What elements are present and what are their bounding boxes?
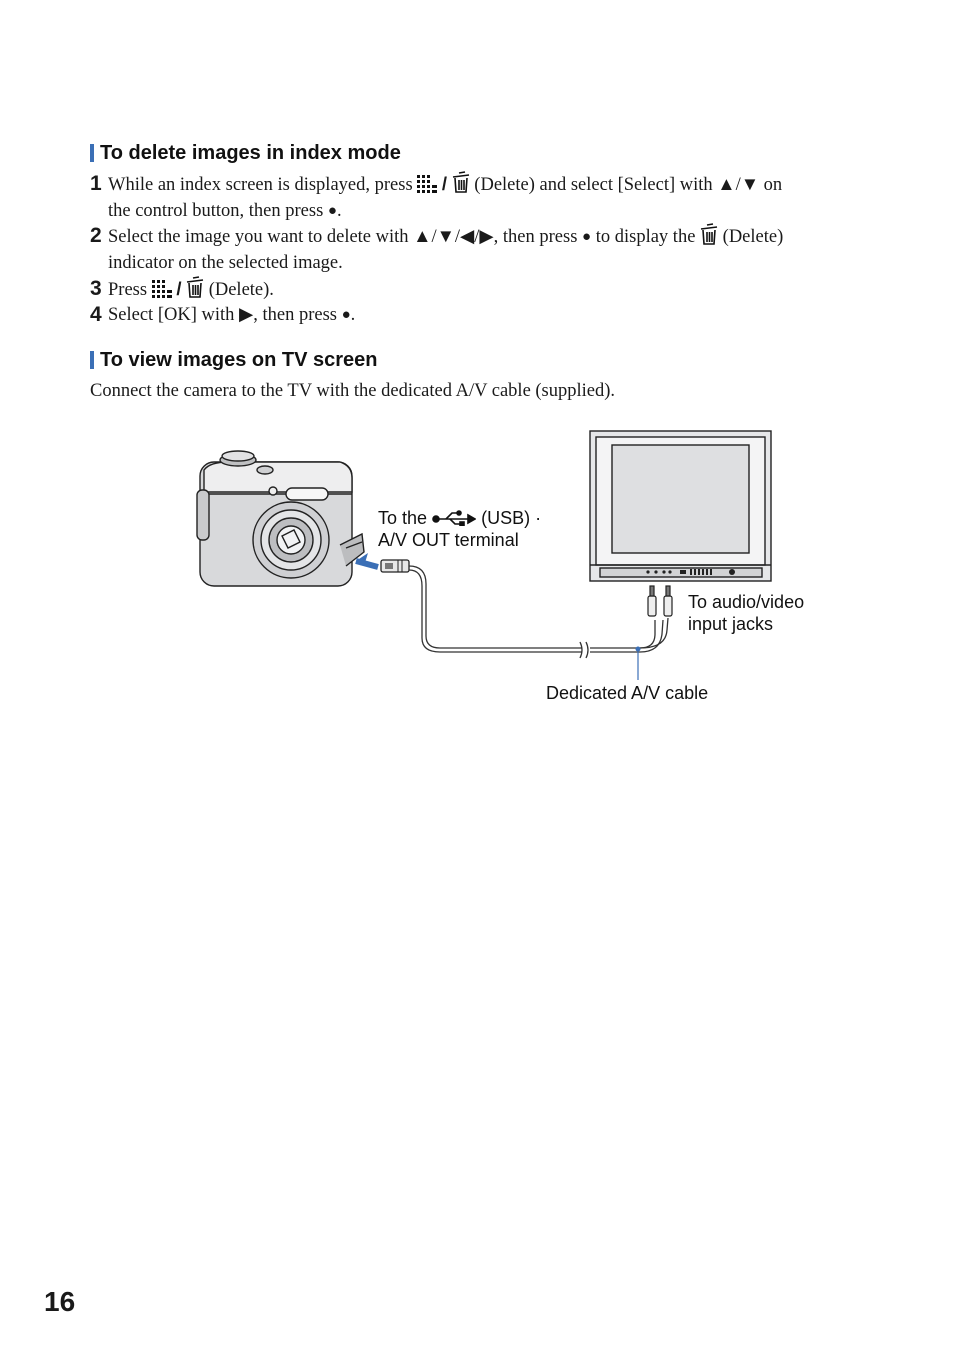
rca-plugs (647, 585, 673, 617)
step-text: Press (108, 280, 148, 300)
step-text: Select the image you want to delete with… (108, 227, 578, 247)
step-text: the control button, then press (108, 201, 324, 221)
step-number: 3 (90, 277, 102, 300)
section-heading-delete: To delete images in index mode (90, 141, 401, 165)
tv-illustration (589, 430, 772, 582)
heading-accent-bar (90, 351, 94, 369)
step-text: (Delete) and select [Select] with ▲/▼ on (474, 175, 783, 195)
step-text: (Delete). (208, 280, 274, 300)
usb-connector (355, 553, 410, 573)
connection-diagram (196, 430, 772, 680)
heading-text: To delete images in index mode (100, 142, 401, 164)
label-text: input jacks (688, 614, 774, 634)
label-text: To the (378, 508, 428, 528)
step-2: 2 Select the image you want to delete wi… (90, 223, 890, 276)
step-number: 4 (90, 303, 102, 326)
heading-text: To view images on TV screen (100, 349, 378, 371)
step-number: 1 (90, 172, 102, 195)
step-1: 1 While an index screen is displayed, pr… (90, 172, 783, 221)
step-number: 2 (90, 224, 102, 247)
step-text: Select [OK] with ▶, then press (108, 305, 337, 325)
usb-terminal-label: To the (USB) · A/V OUT terminal (378, 507, 541, 551)
step-text: . (336, 201, 342, 221)
av-cable (408, 565, 669, 659)
step-text: . (350, 305, 356, 325)
center-button-icon: ● (327, 203, 337, 219)
label-text: To audio/video (688, 592, 805, 612)
label-text: (USB) · (481, 508, 542, 528)
step-text: (Delete) (722, 227, 784, 247)
input-jacks-label: To audio/video input jacks (688, 591, 804, 635)
center-button-icon: ● (341, 307, 351, 323)
heading-accent-bar (90, 144, 94, 162)
av-cable-label: Dedicated A/V cable (546, 683, 709, 703)
camera-illustration (196, 450, 365, 587)
step-text: to display the (595, 227, 696, 247)
intro-text: Connect the camera to the TV with the de… (90, 381, 616, 401)
label-text: A/V OUT terminal (378, 530, 519, 550)
step-3: 3 Press / (Delete). (90, 277, 274, 300)
step-text: indicator on the selected image. (108, 253, 343, 273)
step-4: 4 Select [OK] with ▶, then press ●. (90, 302, 890, 328)
page-number: 16 (44, 1286, 76, 1317)
section-heading-tv: To view images on TV screen (90, 348, 378, 372)
usb-icon (432, 510, 477, 526)
step-text: While an index screen is displayed, pres… (108, 175, 413, 195)
center-button-icon: ● (582, 229, 592, 245)
